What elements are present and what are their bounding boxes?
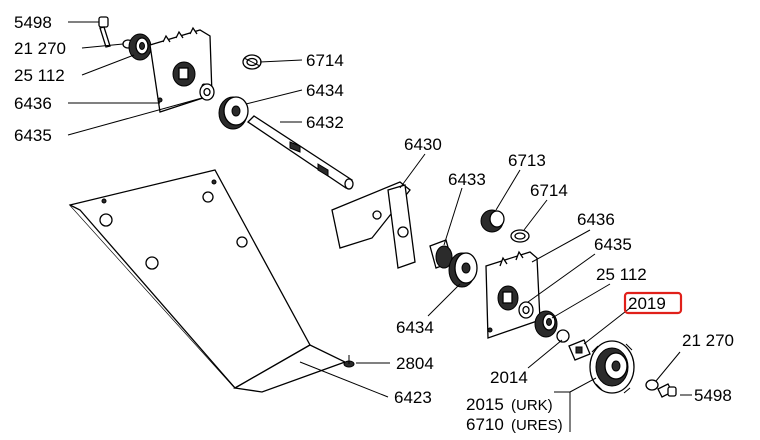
label-6435-top: 6435 bbox=[14, 126, 52, 145]
label-6435-mid: 6435 bbox=[594, 235, 632, 254]
label-5498-bot: 5498 bbox=[694, 386, 732, 405]
label-6710: 6710 bbox=[466, 415, 504, 434]
label-6432: 6432 bbox=[306, 113, 344, 132]
part-labels: 5498 21 270 25 112 6436 6435 6714 6434 6… bbox=[14, 13, 734, 434]
blade-6430 bbox=[331, 181, 416, 269]
top-bracket-assembly bbox=[98, 16, 354, 190]
sprocket-2015-6710 bbox=[589, 340, 635, 394]
bracket-plate-6436-top bbox=[149, 26, 213, 113]
washer-21270-bot bbox=[645, 379, 659, 391]
clip-6714-top bbox=[242, 54, 262, 70]
label-6714-top: 6714 bbox=[306, 51, 344, 70]
label-6436-mid: 6436 bbox=[577, 210, 615, 229]
washer-6435-top bbox=[199, 83, 215, 101]
label-25112-mid: 25 112 bbox=[596, 265, 647, 284]
hub-6434-top bbox=[218, 96, 249, 130]
label-6434-top: 6434 bbox=[306, 81, 344, 100]
square-washer-2019 bbox=[568, 339, 591, 361]
label-5498-top: 5498 bbox=[14, 13, 52, 32]
bolt-5498-bot bbox=[657, 383, 677, 398]
label-6434-bot: 6434 bbox=[396, 318, 434, 337]
screw-2804 bbox=[343, 355, 355, 368]
label-2015: 2015 bbox=[466, 395, 504, 414]
label-6713: 6713 bbox=[508, 151, 546, 170]
label-6436-top: 6436 bbox=[14, 94, 52, 113]
label-6423: 6423 bbox=[394, 388, 432, 407]
label-6433: 6433 bbox=[448, 170, 486, 189]
highlight-box-2019 bbox=[623, 291, 683, 315]
label-2019: 2019 bbox=[628, 294, 666, 313]
label-25112-top: 25 112 bbox=[14, 66, 65, 85]
spacer-2014 bbox=[556, 329, 570, 343]
shaft-6432 bbox=[246, 115, 354, 190]
leader-lines bbox=[67, 21, 692, 432]
label-2015-note: (URK) bbox=[511, 397, 553, 414]
bracket-plate-6436-mid bbox=[485, 250, 541, 339]
bushing-6433 bbox=[429, 239, 453, 269]
label-2804: 2804 bbox=[396, 354, 434, 373]
label-21270-bot: 21 270 bbox=[682, 331, 734, 350]
label-6714-mid: 6714 bbox=[530, 181, 568, 200]
clip-6714-mid bbox=[510, 229, 530, 243]
label-6430: 6430 bbox=[404, 135, 442, 154]
washer-6435-mid bbox=[518, 301, 534, 319]
base-plate-6423 bbox=[68, 169, 347, 393]
bolt-5498-top bbox=[98, 16, 111, 48]
label-21270-top: 21 270 bbox=[14, 39, 66, 58]
label-6710-note: (URES) bbox=[511, 417, 563, 434]
label-2014: 2014 bbox=[490, 368, 528, 387]
hub-6434-mid bbox=[448, 252, 478, 288]
bearing-25112-mid bbox=[534, 310, 558, 338]
roller-6713 bbox=[480, 209, 505, 233]
